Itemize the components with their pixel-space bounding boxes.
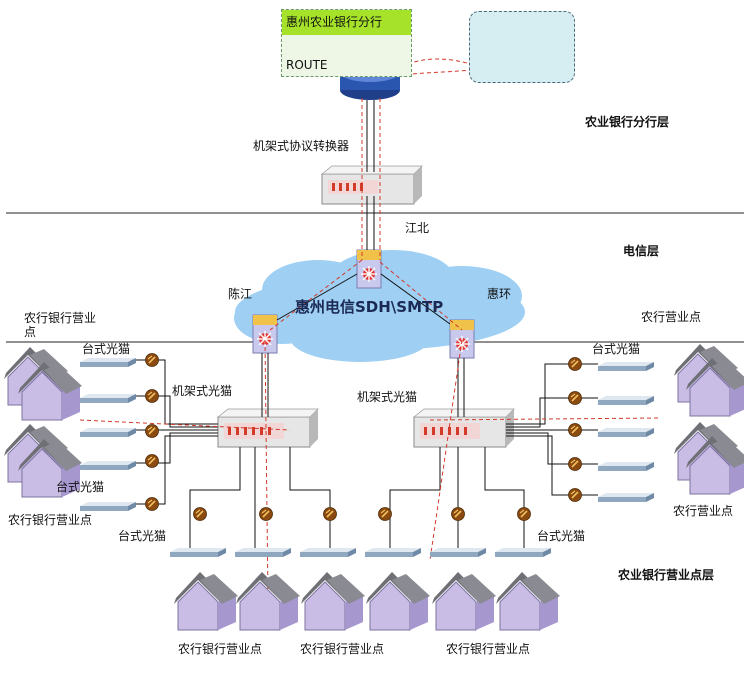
site-label-bottom-2: 农行银行营业点 xyxy=(300,642,385,656)
huihuan-node-icon xyxy=(449,319,475,359)
node-label-jiangbei: 江北 xyxy=(405,221,430,235)
protocol-converter-icon xyxy=(321,165,423,205)
operators-photo-frame xyxy=(469,11,575,83)
node-label-huihuan: 惠环 xyxy=(487,287,512,301)
branch-title: 惠州农业银行分行 xyxy=(282,10,411,35)
site-label-left-bottom: 农行银行营业点 xyxy=(8,513,93,527)
telecom-cloud-label: 惠州电信SDH\SMTP xyxy=(295,298,444,316)
rack-modem-right-label: 机架式光猫 xyxy=(357,390,418,404)
node-label-chenjiang: 陈江 xyxy=(228,287,253,301)
jiangbei-node-icon xyxy=(356,249,382,289)
layer-label-branch: 农业银行分行层 xyxy=(585,115,670,129)
site-label-left-top: 农行银行营业点 xyxy=(24,311,97,339)
layer-label-telecom: 电信层 xyxy=(623,244,660,258)
layer-label-outlets: 农业银行营业点层 xyxy=(618,568,715,582)
site-label-right-top: 农行营业点 xyxy=(641,310,702,324)
right-desk-modems xyxy=(567,356,654,503)
site-label-bottom-1: 农行银行营业点 xyxy=(178,642,263,656)
site-label-bottom-3: 农行银行营业点 xyxy=(446,642,531,656)
site-label-right-bottom: 农行营业点 xyxy=(673,504,734,518)
desk-modem-bottom-right-label: 台式光猫 xyxy=(537,529,586,543)
desk-modem-bottom-left-label: 台式光猫 xyxy=(118,529,167,543)
router-label: ROUTE xyxy=(286,58,328,72)
house-icons xyxy=(3,343,744,631)
desk-modem-right-top-label: 台式光猫 xyxy=(592,342,641,356)
telecom-cloud xyxy=(234,250,525,362)
desk-modem-left-top-label: 台式光猫 xyxy=(82,342,131,356)
rack-modem-left-label: 机架式光猫 xyxy=(172,384,233,398)
rack-modem-right-icon xyxy=(413,408,515,448)
bottom-desk-modems xyxy=(170,506,551,557)
desk-modem-left-bottom-label: 台式光猫 xyxy=(56,480,105,494)
rack-modem-left-icon xyxy=(217,408,319,448)
branch-office-box: 惠州农业银行分行 ROUTE xyxy=(281,9,412,77)
protocol-converter-label: 机架式协议转换器 xyxy=(253,139,350,153)
